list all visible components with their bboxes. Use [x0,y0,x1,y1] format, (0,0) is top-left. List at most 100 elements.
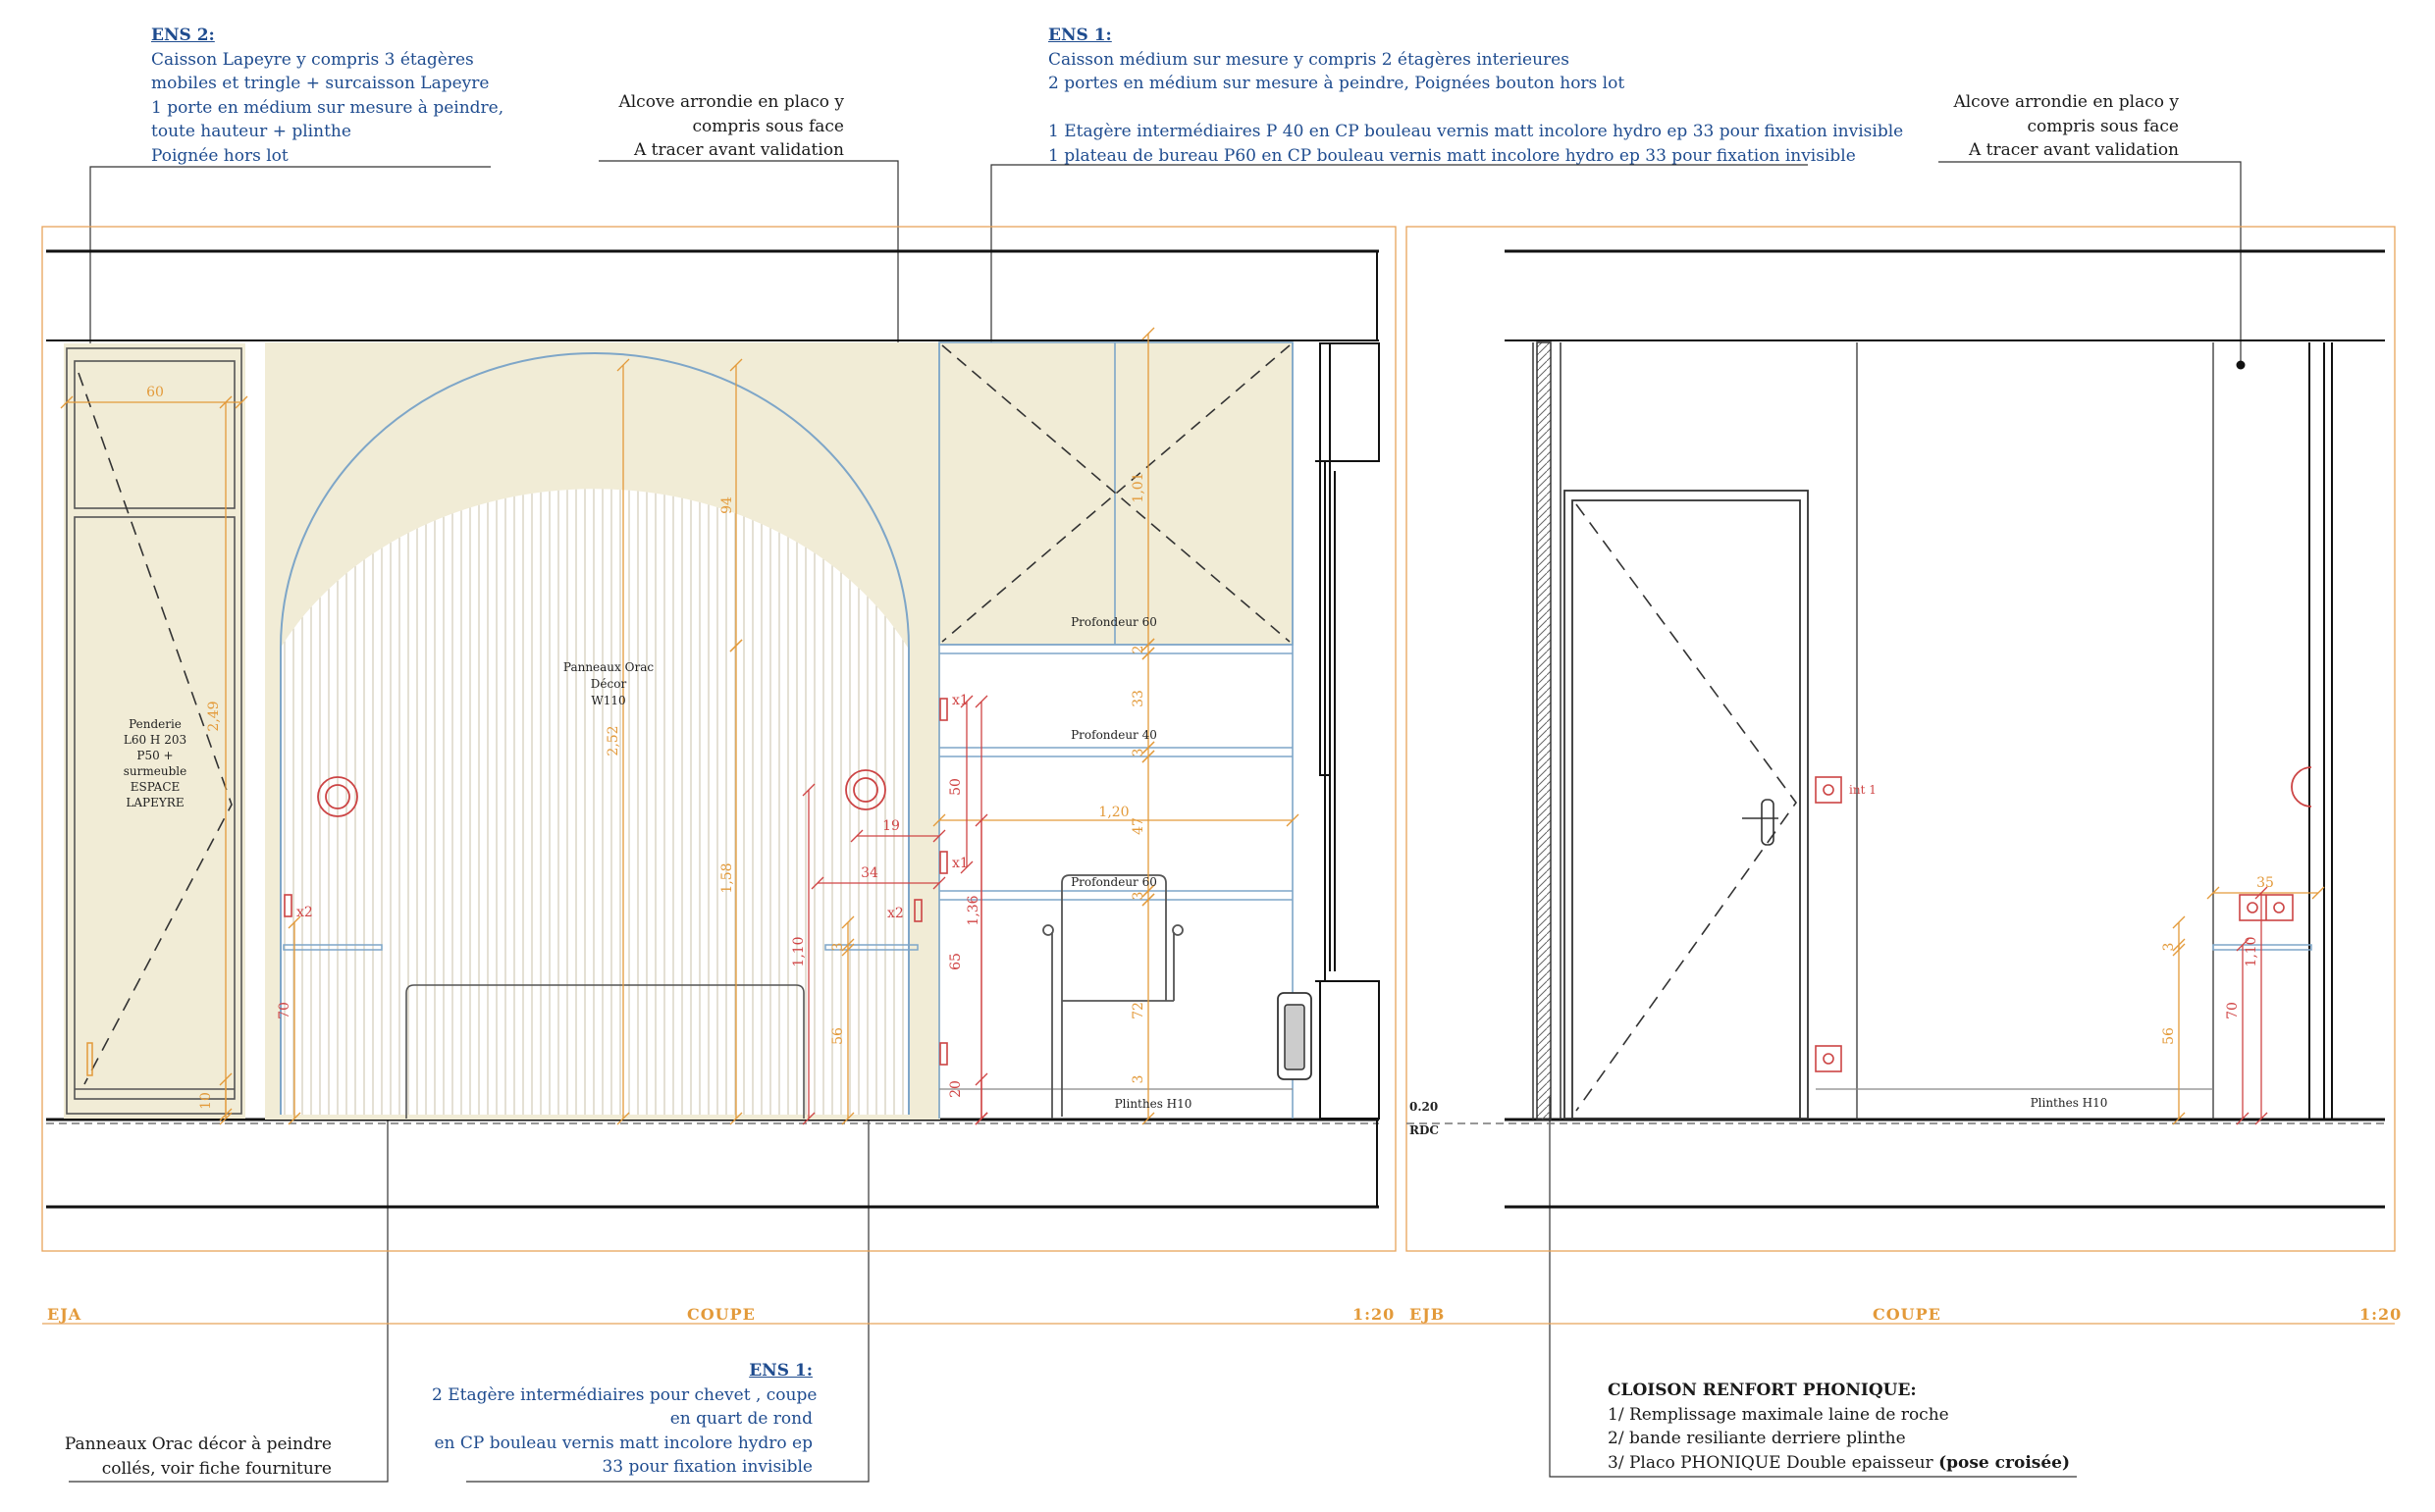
wall-light-icon [2291,766,2312,808]
footer-left-scale: 1:20 [1352,1305,1396,1324]
acoustic-partition [1536,341,1552,1121]
cloison-title: CLOISON RENFORT PHONIQUE: [1608,1381,1917,1400]
dimension-label: 47 [1131,817,1146,835]
wardrobe-handle [86,1042,93,1076]
headboard [405,984,805,1119]
dimension-tick [960,695,974,708]
cloison-line-prefix: 3/ Placo PHONIQUE Double epaisseur [1608,1452,1939,1473]
dimension-tick [1141,327,1155,340]
dimension-tick [802,1112,816,1125]
alcove-right-line: A tracer avant validation [1968,140,2179,160]
socket-icon [1815,1045,1842,1072]
penderie-label: LAPEYRE [126,796,184,809]
penderie-label: Penderie [129,717,182,731]
socket-icon [1823,784,1834,796]
dimension-tick [60,395,74,409]
alcove-right-line: compris sous face [2027,116,2180,136]
socket-icons [1815,776,2294,1072]
ens1-bottom-line: 33 pour fixation invisible [602,1457,813,1477]
bedside-shelf [2212,944,2312,951]
dimension-tick [616,1112,630,1125]
dimension-tick [1141,638,1155,652]
profondeur-label: Profondeur 40 [1071,728,1157,742]
footer-right-title: COUPE [1873,1305,1941,1324]
footer-left-title: COUPE [687,1305,756,1324]
dimension-label: 34 [861,865,878,881]
dimension-tick [1286,813,1299,827]
ejb-view [1406,249,2385,1209]
frame-eja [41,226,1397,1252]
ens2-top-note: ENS 2: Caisson Lapeyre y compris 3 étagè… [151,24,503,168]
dimension-tick [2172,1112,2186,1125]
socket-icons [284,698,948,1066]
dimension-label: 65 [948,953,964,970]
leader-cloison [1549,1097,2077,1478]
alcove-right-line: Alcove arrondie en placo y [1953,92,2179,112]
dimension-tick [975,695,988,708]
door-handle-icon [1742,799,1778,846]
cabinet-door-swing [941,344,1291,643]
dimension-tick [841,938,855,952]
dimension-tick [729,1112,743,1125]
dimension-tick [288,1112,301,1125]
dimension-label: 3 [830,943,846,952]
dimension-tick [932,813,946,827]
ens1-bottom-line: 2 Etagère intermédiaires pour chevet , c… [432,1384,818,1405]
dimension-label: 2,52 [606,725,621,756]
dimension-tick [975,1072,988,1086]
dimension-tick [811,876,824,890]
wall-light-icon [845,769,886,810]
dimension-texts: 602,4910942,521,581,012333471,2037250193… [146,385,2274,1110]
dimension-label: 60 [146,385,164,400]
dimension-tick [841,915,855,929]
dimension-label: 10 [198,1092,214,1110]
ens1-bottom-note: ENS 1: 2 Etagère intermédiaires pour che… [432,1359,818,1480]
alcove-left-line: A tracer avant validation [633,140,844,160]
dimension-label: 19 [882,818,900,834]
footer-right-scale: 1:20 [2359,1305,2403,1324]
alcove-arch [280,352,910,1115]
frame-ejb [1405,226,2396,1252]
leader-dot [2236,360,2246,370]
dimension-tick [2172,943,2186,957]
level-value: 0.20 [1409,1100,1438,1114]
radiator-inner [1284,1004,1305,1070]
dimension-tick [2172,938,2186,952]
ens2-top-line: Poignée hors lot [151,145,289,166]
profondeur-label: Profondeur 60 [1071,615,1157,629]
dimension-label: 35 [2256,875,2274,891]
dimension-tick [850,829,864,843]
ens2-top-line: Caisson Lapeyre y compris 3 étagères [151,49,474,70]
quantity-label: x1 [952,856,969,871]
dimension-tick [841,1112,855,1125]
dimension-label: 1,10 [791,936,807,966]
dimension-label: 56 [2161,1027,2177,1045]
dimension-tick [2236,938,2250,952]
dimension-tick [219,1112,233,1125]
plinthes-label: Plinthes H10 [2031,1096,2108,1110]
dimension-tick [2254,886,2268,900]
socket-icon [1823,1053,1834,1065]
cloison-line: 3/ Placo PHONIQUE Double epaisseur (pose… [1608,1451,2070,1476]
quantity-label: x2 [887,906,904,921]
drawing-labels: Penderie L60 H 203 P50 + surmeuble ESPAC… [124,615,2108,1137]
alcove-left-note: Alcove arrondie en placo y compris sous … [550,90,844,163]
ens1-top-line: 1 plateau de bureau P60 en CP bouleau ve… [1048,145,1856,166]
socket-icon [284,894,292,917]
int-label: int 1 [1849,783,1877,797]
ens1-cabinet [938,341,1294,1119]
level-label: RDC [1409,1123,1439,1137]
dimension-label: 2,49 [206,701,222,731]
ens2-top-line: 1 porte en médium sur mesure à peindre, [151,97,504,118]
dimension-label: 2 [1131,646,1146,654]
dimension-tick [975,1112,988,1125]
ens1-top-line: 2 portes en médium sur mesure à peindre,… [1048,74,1625,93]
ens1-bottom-line: en CP bouleau vernis matt incolore hydro… [434,1433,814,1453]
dimension-tick [1141,741,1155,755]
ens1-top-line: 1 Etagère intermédiaires P 40 en CP boul… [1048,122,1904,141]
dimension-tick [2236,1112,2250,1125]
socket-icon [1815,776,1842,804]
orac-slats [284,489,904,1116]
dimension-label: 1,20 [1098,805,1129,820]
dimension-tick [932,829,946,843]
